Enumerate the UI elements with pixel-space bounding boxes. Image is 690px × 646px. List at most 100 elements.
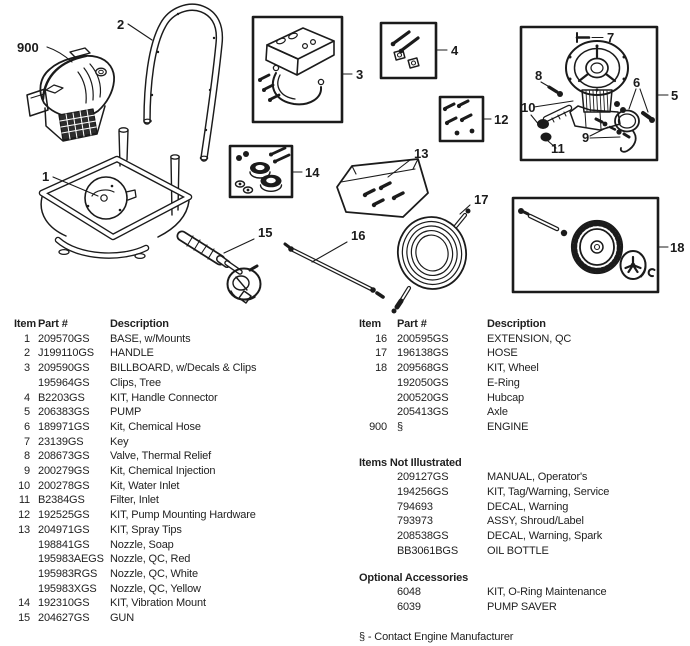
item-number <box>359 405 387 420</box>
item-number <box>359 529 387 544</box>
pump-kit-box <box>519 25 659 162</box>
part-number: 209590GS <box>38 362 90 375</box>
part-number: 194256GS <box>397 486 449 499</box>
part-description: KIT, Tag/Warning, Service <box>487 486 610 499</box>
table-row: 16 200595GS EXTENSION, QC <box>359 332 690 347</box>
part-number: B2384GS <box>38 494 85 507</box>
item-number: 4 <box>24 391 30 404</box>
section-title: Optional Accessories <box>359 571 469 584</box>
part-description: HOSE <box>487 347 518 360</box>
item-number: 11 <box>18 494 30 507</box>
table-row: 11 B2384GS Filter, Inlet <box>14 493 345 508</box>
table-row: 195964GS Clips, Tree <box>14 376 345 391</box>
part-description: Nozzle, QC, Yellow <box>110 582 201 595</box>
wheel-kit-box <box>511 196 660 294</box>
callout-water-inlet: 10 <box>521 100 535 115</box>
part-description: BASE, w/Mounts <box>110 332 191 345</box>
billboard-kit-box <box>251 15 344 124</box>
part-description: DECAL, Warning <box>487 500 569 513</box>
parts-tables: Item Part # Description 1 209570GS BASE,… <box>0 317 690 644</box>
table-row: 192050GS E-Ring <box>359 376 690 391</box>
table-row: 194256GS KIT, Tag/Warning, Service <box>359 485 690 500</box>
part-number: 195983AEGS <box>38 553 104 566</box>
table-row: 205413GS Axle <box>359 405 690 420</box>
part-number: 195983RGS <box>38 567 98 580</box>
callout-chem-hose: 6 <box>633 75 640 90</box>
base-drawing <box>38 127 193 260</box>
part-number: 209568GS <box>397 362 449 375</box>
table-row: 12 192525GS KIT, Pump Mounting Hardware <box>14 508 345 523</box>
table-row: 6039 PUMP SAVER <box>359 600 690 615</box>
column-header-description: Description <box>110 318 169 330</box>
table-row: 17 196138GS HOSE <box>359 346 690 361</box>
item-number: 2 <box>24 347 30 360</box>
item-number <box>359 376 387 391</box>
item-number <box>14 552 30 567</box>
table-row: 198841GS Nozzle, Soap <box>14 538 345 553</box>
item-number: 3 <box>24 362 30 375</box>
item-number <box>14 567 30 582</box>
part-description: GUN <box>110 612 134 625</box>
column-header-item: Item <box>359 318 382 330</box>
engine-footnote: § - Contact Engine Manufacturer <box>359 630 514 643</box>
item-number: 12 <box>18 509 30 522</box>
item-number: 5 <box>24 406 30 419</box>
item-number: 13 <box>18 523 30 536</box>
table-row: 6 189971GS Kit, Chemical Hose <box>14 420 345 435</box>
item-number <box>14 376 30 391</box>
part-number: B2203GS <box>38 391 85 404</box>
item-number: 16 <box>375 332 387 345</box>
part-number: 204971GS <box>38 523 90 536</box>
table-row: 793973 ASSY, Shroud/Label <box>359 514 690 529</box>
table-row: 15 204627GS GUN <box>14 611 345 626</box>
optional-accessories-section: Optional Accessories 6048 KIT, O-Ring Ma… <box>359 571 690 615</box>
part-description: BILLBOARD, w/Decals & Clips <box>110 362 257 375</box>
callout-engine: 900 <box>17 40 39 55</box>
item-number: 9 <box>24 465 30 478</box>
gun-drawing <box>176 230 262 304</box>
part-description: KIT, Pump Mounting Hardware <box>110 509 256 522</box>
part-number: 192525GS <box>38 509 90 522</box>
part-number: 23139GS <box>38 435 84 448</box>
item-number: 1 <box>24 332 30 345</box>
part-description: Key <box>110 435 129 448</box>
table-body-left: 1 209570GS BASE, w/Mounts 2 J199110GS HA… <box>14 332 345 626</box>
optional-accessories-rows: 6048 KIT, O-Ring Maintenance 6039 PUMP S… <box>359 585 690 614</box>
item-number <box>359 544 387 559</box>
part-number: 196138GS <box>397 347 449 360</box>
table-row: BB3061BGS OIL BOTTLE <box>359 544 690 559</box>
table-row: 2 J199110GS HANDLE <box>14 346 345 361</box>
callout-chem-injection: 9 <box>582 130 589 145</box>
table-row: 7 23139GS Key <box>14 435 345 450</box>
table-row: 3 209590GS BILLBOARD, w/Decals & Clips <box>14 361 345 376</box>
part-description: PUMP SAVER <box>487 600 557 613</box>
callout-pump: 5 <box>671 88 678 103</box>
callout-billboard: 3 <box>356 67 363 82</box>
item-number <box>359 600 387 615</box>
handle-connector-kit-box <box>379 21 438 80</box>
item-number <box>14 582 30 597</box>
callout-base: 1 <box>42 169 49 184</box>
part-description: KIT, Spray Tips <box>110 523 182 536</box>
part-number: 198841GS <box>38 538 90 551</box>
part-description: KIT, Handle Connector <box>110 391 218 404</box>
callout-wheel-kit: 18 <box>670 240 684 255</box>
callout-handle-kit: 4 <box>451 43 459 58</box>
column-header-description: Description <box>487 318 546 330</box>
part-description: Nozzle, QC, White <box>110 567 198 580</box>
item-number <box>359 500 387 515</box>
part-number: 208673GS <box>38 450 90 463</box>
callout-spray-tips: 13 <box>414 146 428 161</box>
item-number <box>359 485 387 500</box>
table-row: 794693 DECAL, Warning <box>359 500 690 515</box>
part-description: EXTENSION, QC <box>487 332 572 345</box>
vibration-mount-kit-box <box>228 144 294 199</box>
part-description: Kit, Chemical Injection <box>110 465 216 478</box>
item-number: 18 <box>375 362 387 375</box>
part-description: KIT, O-Ring Maintenance <box>487 586 607 599</box>
table-row: 4 B2203GS KIT, Handle Connector <box>14 391 345 406</box>
item-number: 6 <box>24 420 30 433</box>
table-row: 18 209568GS KIT, Wheel <box>359 361 690 376</box>
part-description: ENGINE <box>487 420 529 433</box>
table-row: 195983RGS Nozzle, QC, White <box>14 567 345 582</box>
